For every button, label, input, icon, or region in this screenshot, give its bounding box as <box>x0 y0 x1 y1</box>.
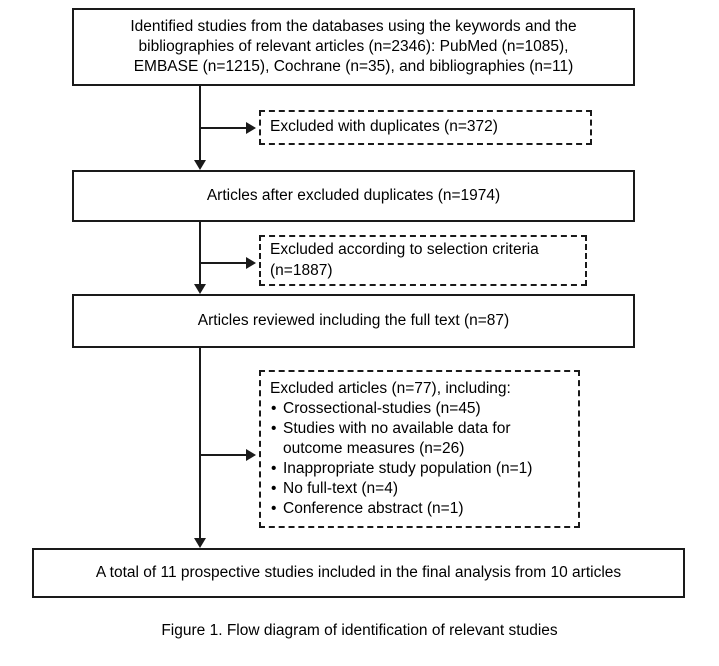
box-excluded-articles-detail-text: Excluded articles (n=77), including: Cro… <box>261 379 578 519</box>
box-articles-full-text-reviewed: Articles reviewed including the full tex… <box>72 294 635 348</box>
excluded-selection-criteria-line-1: Excluded according to selection criteria <box>270 241 539 259</box>
list-item: Conference abstract (n=1) <box>270 499 572 519</box>
box-excluded-selection-criteria: Excluded according to selection criteria… <box>259 235 587 286</box>
arrowhead-stage1-to-stage2 <box>194 160 206 170</box>
box-articles-after-duplicates-text: Articles after excluded duplicates (n=19… <box>74 186 633 206</box>
connector-stage1-to-exclude1 <box>199 127 248 129</box>
box-articles-full-text-reviewed-text: Articles reviewed including the full tex… <box>74 311 633 331</box>
connector-stage2-to-stage3 <box>199 222 201 284</box>
identified-studies-line-3: EMBASE (n=1215), Cochrane (n=35), and bi… <box>133 58 574 76</box>
list-item: No full-text (n=4) <box>270 479 572 499</box>
identified-studies-line-1: Identified studies from the databases us… <box>130 17 577 35</box>
box-excluded-duplicates: Excluded with duplicates (n=372) <box>259 110 592 145</box>
excluded-articles-reason-list: Crossectional-studies (n=45) Studies wit… <box>270 399 572 518</box>
articles-full-text-reviewed-line-1: Articles reviewed including the full tex… <box>197 311 510 329</box>
list-item: Inappropriate study population (n=1) <box>270 459 572 479</box>
list-item: Studies with no available data for <box>270 419 572 439</box>
connector-stage2-to-exclude2 <box>199 262 248 264</box>
list-item-continuation: outcome measures (n=26) <box>283 440 465 458</box>
connector-stage1-to-stage2 <box>199 86 201 160</box>
box-identified-studies-text: Identified studies from the databases us… <box>74 17 633 77</box>
arrowhead-stage3-to-stage4 <box>194 538 206 548</box>
box-excluded-duplicates-text: Excluded with duplicates (n=372) <box>261 117 590 137</box>
arrowhead-stage2-to-exclude2 <box>246 257 256 269</box>
excluded-selection-criteria-line-2: (n=1887) <box>270 261 333 279</box>
box-final-included-studies-text: A total of 11 prospective studies includ… <box>34 563 683 583</box>
box-excluded-articles-detail: Excluded articles (n=77), including: Cro… <box>259 370 580 528</box>
box-identified-studies: Identified studies from the databases us… <box>72 8 635 86</box>
arrowhead-stage3-to-exclude3 <box>246 449 256 461</box>
arrowhead-stage1-to-exclude1 <box>246 122 256 134</box>
figure-caption: Figure 1. Flow diagram of identification… <box>161 622 558 639</box>
identified-studies-line-2: bibliographies of relevant articles (n=2… <box>138 37 569 55</box>
connector-stage3-to-stage4 <box>199 348 201 538</box>
box-articles-after-duplicates: Articles after excluded duplicates (n=19… <box>72 170 635 222</box>
excluded-articles-heading: Excluded articles (n=77), including: <box>270 380 511 398</box>
box-final-included-studies: A total of 11 prospective studies includ… <box>32 548 685 598</box>
final-included-studies-line-1: A total of 11 prospective studies includ… <box>95 563 622 581</box>
arrowhead-stage2-to-stage3 <box>194 284 206 294</box>
list-item: Crossectional-studies (n=45) <box>270 399 572 419</box>
box-excluded-selection-criteria-text: Excluded according to selection criteria… <box>261 240 585 280</box>
excluded-duplicates-line-1: Excluded with duplicates (n=372) <box>270 118 498 136</box>
connector-stage3-to-exclude3 <box>199 454 248 456</box>
articles-after-duplicates-line-1: Articles after excluded duplicates (n=19… <box>206 186 501 204</box>
